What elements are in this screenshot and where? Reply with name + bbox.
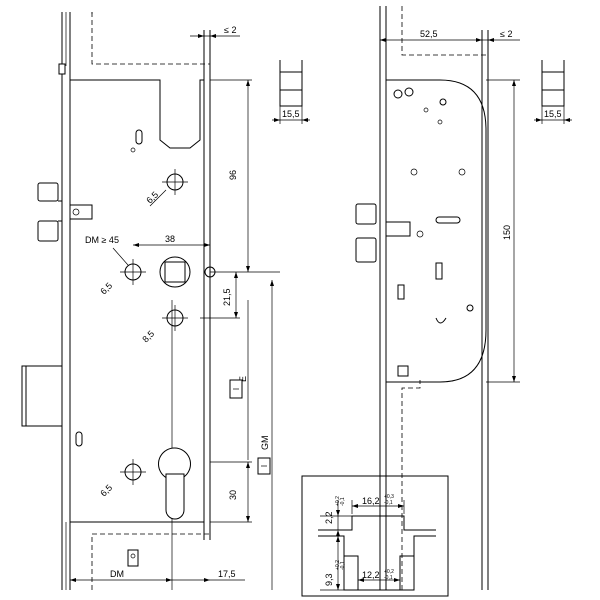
dim-E: E — [238, 376, 248, 382]
dim-9-3: 9,3 — [324, 573, 334, 586]
dim-le2-right: ≤ 2 — [500, 29, 512, 39]
dim-52-5: 52,5 — [420, 29, 438, 39]
dim-12-2: 12,2 — [362, 570, 380, 580]
dim-GM: GM — [260, 436, 270, 451]
dim-12-2-tol-bot: -0,1 — [384, 575, 393, 581]
dim-9-3-tol-top: +0,2 — [335, 560, 341, 570]
detail-profile-box: 16,2 +0,3 -0,1 2,2 +0,2 -0,1 9,3 +0,2 -0… — [301, 475, 449, 597]
dim-12-2-tol-top: +0,2 — [384, 569, 394, 575]
dim-16-2-tol-top: +0,3 — [384, 494, 394, 500]
left-view: 6,5 DM ≥ 45 6,5 38 8,5 6,5 — [21, 12, 310, 590]
dim-8-5: 8,5 — [140, 328, 156, 344]
right-view: 52,5 ≤ 2 150 15,5 — [355, 6, 572, 590]
dim-DM: DM — [110, 569, 124, 579]
dim-6-5-bot: 6,5 — [98, 482, 114, 498]
dim-2-2: 2,2 — [324, 511, 334, 524]
dim-96: 96 — [228, 170, 238, 180]
dim-150: 150 — [502, 225, 512, 240]
dim-6-5-top: 6,5 — [144, 189, 160, 205]
dim-2-2-tol-bot: -0,1 — [340, 497, 346, 506]
dim-2-2-tol-top: +0,2 — [335, 496, 341, 506]
dim-6-5-mid: 6,5 — [98, 280, 114, 296]
dim-15-5-right: 15,5 — [544, 109, 562, 119]
dim-le2-left: ≤ 2 — [224, 25, 236, 35]
dim-38: 38 — [165, 234, 175, 244]
dim-17-5: 17,5 — [218, 569, 236, 579]
dim-dm-45: DM ≥ 45 — [85, 235, 119, 245]
dim-9-3-tol-bot: -0,1 — [340, 561, 346, 570]
dim-30: 30 — [228, 490, 238, 500]
dim-15-5-left: 15,5 — [282, 109, 300, 119]
dim-21-5: 21,5 — [222, 288, 232, 306]
dim-16-2: 16,2 — [362, 496, 380, 506]
dim-16-2-tol-bot: -0,1 — [384, 500, 393, 506]
